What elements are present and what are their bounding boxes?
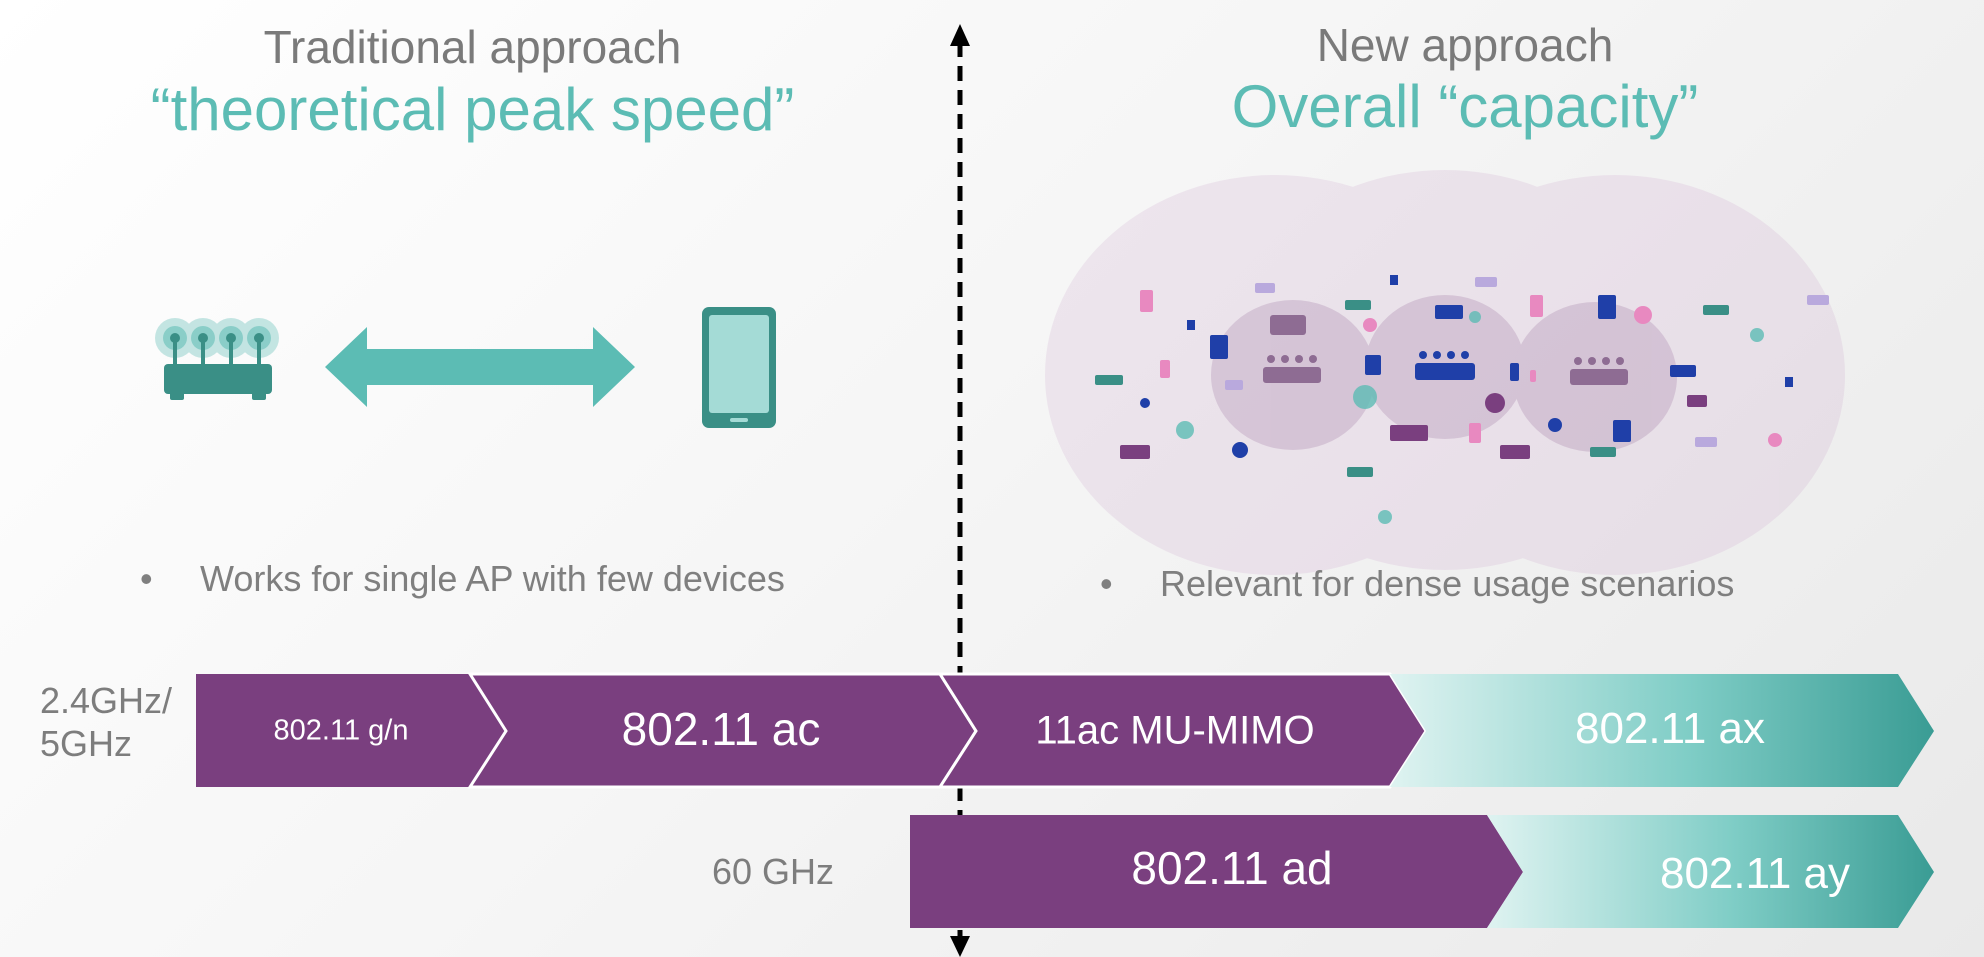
left-bullet: • Works for single AP with few devices	[140, 558, 785, 600]
right-bullet: • Relevant for dense usage scenarios	[1100, 563, 1734, 605]
double-arrow-icon	[325, 327, 635, 407]
coverage-cluster-icon	[1045, 170, 1845, 575]
segment-label-ac: 802.11 ac	[621, 703, 821, 755]
left-bullet-text: Works for single AP with few devices	[200, 558, 785, 599]
bullet-dot: •	[1100, 563, 1113, 604]
bullet-dot: •	[140, 558, 153, 599]
divider-arrow-icon	[950, 24, 970, 957]
left-heading: Traditional approach	[263, 21, 682, 73]
right-heading: New approach	[1316, 19, 1614, 71]
segment-802-11-ay	[1487, 815, 1934, 928]
segment-802-11-ad	[910, 815, 1523, 928]
router-icon	[155, 318, 279, 400]
segment-label-g-n: 802.11 g/n	[273, 714, 409, 747]
band-label-60ghz: 60 GHz	[712, 851, 835, 892]
segment-label-ay: 802.11 ay	[1659, 849, 1851, 898]
segment-802-11-ax	[1390, 674, 1934, 787]
left-subheading: “theoretical peak speed”	[150, 76, 795, 143]
right-subheading: Overall “capacity”	[1231, 73, 1699, 140]
segment-label-mu-mimo: 11ac MU-MIMO	[1035, 708, 1315, 753]
right-bullet-text: Relevant for dense usage scenarios	[1160, 563, 1735, 604]
smartphone-icon	[702, 307, 776, 428]
band-label-2-4-5ghz: 2.4GHz/ 5GHz	[40, 680, 173, 764]
segment-label-ad: 802.11 ad	[1131, 842, 1333, 894]
segment-label-ax: 802.11 ax	[1574, 704, 1766, 753]
segment-802-11-g-n	[196, 674, 506, 787]
